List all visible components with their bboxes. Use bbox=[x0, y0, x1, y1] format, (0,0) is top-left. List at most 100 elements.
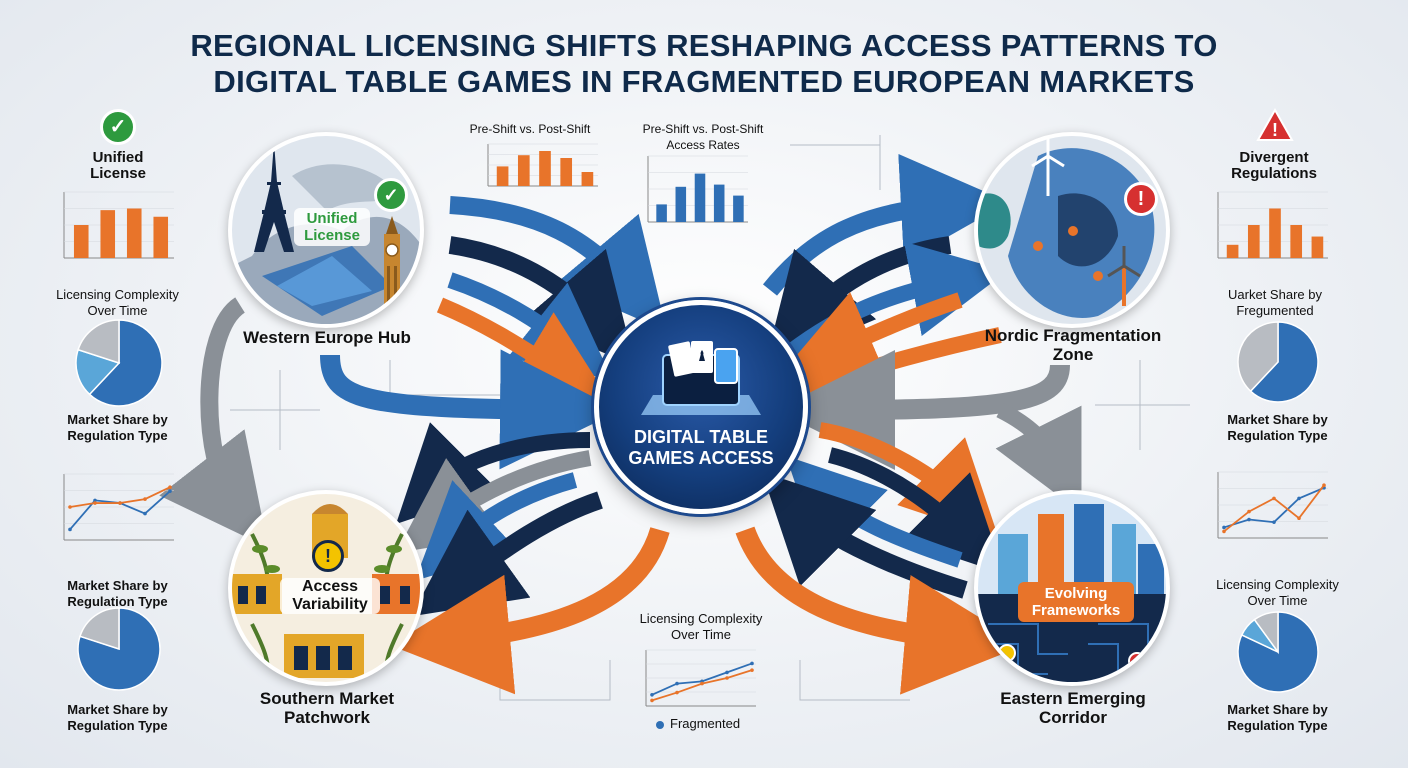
right-share-top-label: Uarket Share by Fregumented bbox=[1228, 287, 1322, 318]
left-share-label-3: Market Share by Regulation Type bbox=[67, 702, 168, 733]
bar bbox=[733, 195, 744, 222]
data-point bbox=[168, 489, 172, 493]
page-title: REGIONAL LICENSING SHIFTS RESHAPING ACCE… bbox=[0, 28, 1408, 100]
bar bbox=[1226, 244, 1239, 258]
pie-slice bbox=[79, 607, 120, 651]
bar bbox=[517, 155, 530, 186]
top-right-bar-chart bbox=[647, 155, 748, 223]
bar bbox=[1290, 225, 1303, 258]
data-point bbox=[143, 511, 147, 516]
bar bbox=[656, 204, 667, 222]
bar bbox=[1247, 225, 1260, 258]
pie-slice bbox=[77, 319, 120, 365]
europe-map-nordic bbox=[978, 148, 1155, 318]
pie-slice bbox=[88, 319, 163, 407]
divergent-regulations-status: Divergent Regulations bbox=[1231, 149, 1317, 182]
top-left-bar-chart bbox=[487, 143, 598, 187]
bottom-legend: Fragmented bbox=[656, 716, 766, 732]
top-right-chart-title: Pre-Shift vs. Post-Shift Access Rates bbox=[642, 122, 764, 152]
bar bbox=[1311, 236, 1324, 258]
data-point bbox=[750, 668, 754, 672]
data-point bbox=[93, 501, 97, 505]
data-point bbox=[725, 670, 729, 675]
data-point bbox=[1222, 525, 1226, 530]
southern-buildings-icon bbox=[232, 504, 420, 682]
top-left-chart-title: Pre-Shift vs. Post-Shift bbox=[469, 122, 591, 136]
bar bbox=[713, 184, 725, 222]
nordic-label: Nordic Fragmentation Zone bbox=[984, 326, 1162, 364]
bar bbox=[100, 210, 116, 258]
data-point bbox=[650, 698, 654, 703]
bar bbox=[560, 158, 573, 186]
data-point bbox=[118, 501, 122, 505]
data-point bbox=[675, 681, 679, 686]
bar bbox=[581, 172, 594, 186]
bar bbox=[694, 173, 706, 222]
bottom-line-chart bbox=[645, 649, 756, 707]
bar bbox=[126, 208, 142, 258]
eiffel-tower-icon bbox=[254, 142, 294, 252]
left-share-label-2: Market Share by Regulation Type bbox=[67, 578, 168, 609]
data-point bbox=[1272, 496, 1276, 501]
data-point bbox=[1297, 496, 1301, 501]
bottom-chart-title: Licensing Complexity Over Time bbox=[639, 611, 763, 642]
right-pie-bottom bbox=[1237, 611, 1319, 693]
legend-dot bbox=[656, 720, 664, 729]
data-point bbox=[1297, 516, 1301, 520]
data-point bbox=[650, 693, 654, 697]
right-complexity-label: Licensing Complexity Over Time bbox=[1216, 577, 1339, 608]
big-ben-icon bbox=[384, 216, 400, 316]
data-point bbox=[68, 505, 72, 509]
southern-circle[interactable]: ! Access Variability bbox=[228, 490, 424, 686]
data-point bbox=[168, 485, 172, 489]
data-point bbox=[1272, 520, 1276, 524]
western-europe-circle[interactable]: Unified License ✓ bbox=[228, 132, 424, 328]
data-point bbox=[725, 676, 729, 680]
wind-turbine-orange-icon bbox=[1107, 246, 1141, 306]
pie-slice bbox=[1237, 321, 1279, 393]
eastern-label: Eastern Emerging Corridor bbox=[1000, 689, 1146, 727]
red-dot-icon bbox=[1128, 652, 1146, 670]
bar bbox=[73, 225, 89, 258]
eastern-circle[interactable]: Evolving Frameworks bbox=[974, 490, 1170, 686]
unified-license-badge: Unified License bbox=[294, 208, 370, 246]
left-pie-bottom bbox=[77, 607, 161, 691]
pie-slice bbox=[1249, 321, 1319, 403]
nordic-circle[interactable]: ! bbox=[974, 132, 1170, 328]
left-share-label-1: Market Share by Regulation Type bbox=[67, 412, 168, 443]
left-complexity-label: Licensing Complexity Over Time bbox=[56, 287, 179, 318]
title-line-1: REGIONAL LICENSING SHIFTS RESHAPING ACCE… bbox=[190, 28, 1218, 63]
data-point bbox=[750, 661, 754, 666]
access-variability-badge: Access Variability bbox=[280, 578, 380, 614]
pie-slice bbox=[75, 348, 121, 396]
data-point bbox=[1222, 529, 1226, 534]
hub-circle[interactable]: DIGITAL TABLE GAMES ACCESS bbox=[594, 300, 808, 514]
bar bbox=[1269, 208, 1281, 258]
data-point bbox=[700, 681, 704, 686]
yellow-dot-icon bbox=[998, 644, 1016, 662]
data-point bbox=[1247, 517, 1251, 522]
svg-text:!: ! bbox=[1272, 120, 1278, 140]
pie-slice bbox=[1253, 611, 1279, 655]
right-pie-top bbox=[1237, 321, 1319, 403]
unified-license-status: Unified License bbox=[90, 149, 146, 182]
bar bbox=[496, 166, 509, 186]
warning-yellow-icon: ! bbox=[312, 540, 344, 572]
bar bbox=[539, 151, 551, 186]
right-share-label-2: Market Share by Regulation Type bbox=[1227, 702, 1328, 733]
series-line bbox=[651, 662, 753, 696]
wind-turbine-icon bbox=[1031, 136, 1065, 196]
green-check-icon: ✓ bbox=[100, 109, 136, 145]
data-point bbox=[143, 497, 147, 501]
southern-label: Southern Market Patchwork bbox=[259, 689, 395, 727]
red-warning-icon: ! bbox=[1256, 107, 1294, 144]
data-point bbox=[68, 527, 72, 532]
right-top-bar-chart bbox=[1217, 191, 1328, 259]
left-pie-top bbox=[75, 319, 163, 407]
bar bbox=[153, 216, 169, 258]
left-line-chart bbox=[63, 473, 174, 541]
check-icon: ✓ bbox=[374, 178, 408, 212]
data-point bbox=[93, 498, 97, 503]
evolving-frameworks-badge: Evolving Frameworks bbox=[1018, 582, 1134, 622]
cards-tablet-icon bbox=[641, 341, 761, 415]
